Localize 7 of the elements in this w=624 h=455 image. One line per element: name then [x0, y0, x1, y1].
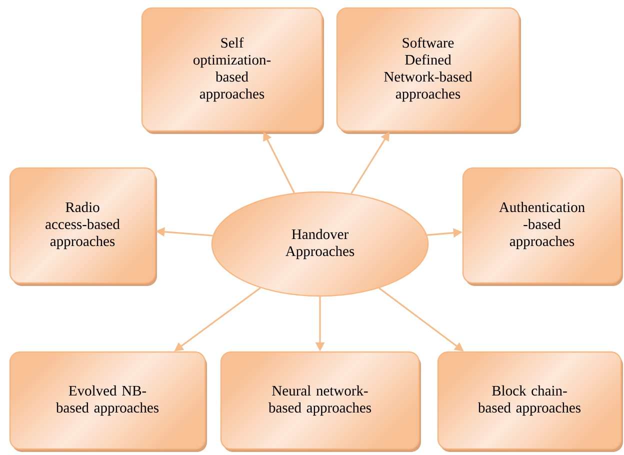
approach-box: Evolved NB-based approaches	[9, 351, 207, 452]
approach-box: Self optimization-based approaches	[141, 7, 324, 134]
approach-box: Radio access-based approaches	[9, 167, 157, 286]
approach-box: Block chain-based approaches	[437, 351, 623, 452]
approach-box: Software Defined Network-based approaches	[336, 7, 521, 134]
approach-box: Neural network-based approaches	[220, 351, 421, 452]
approach-box: Authentication -based approaches	[462, 167, 623, 286]
